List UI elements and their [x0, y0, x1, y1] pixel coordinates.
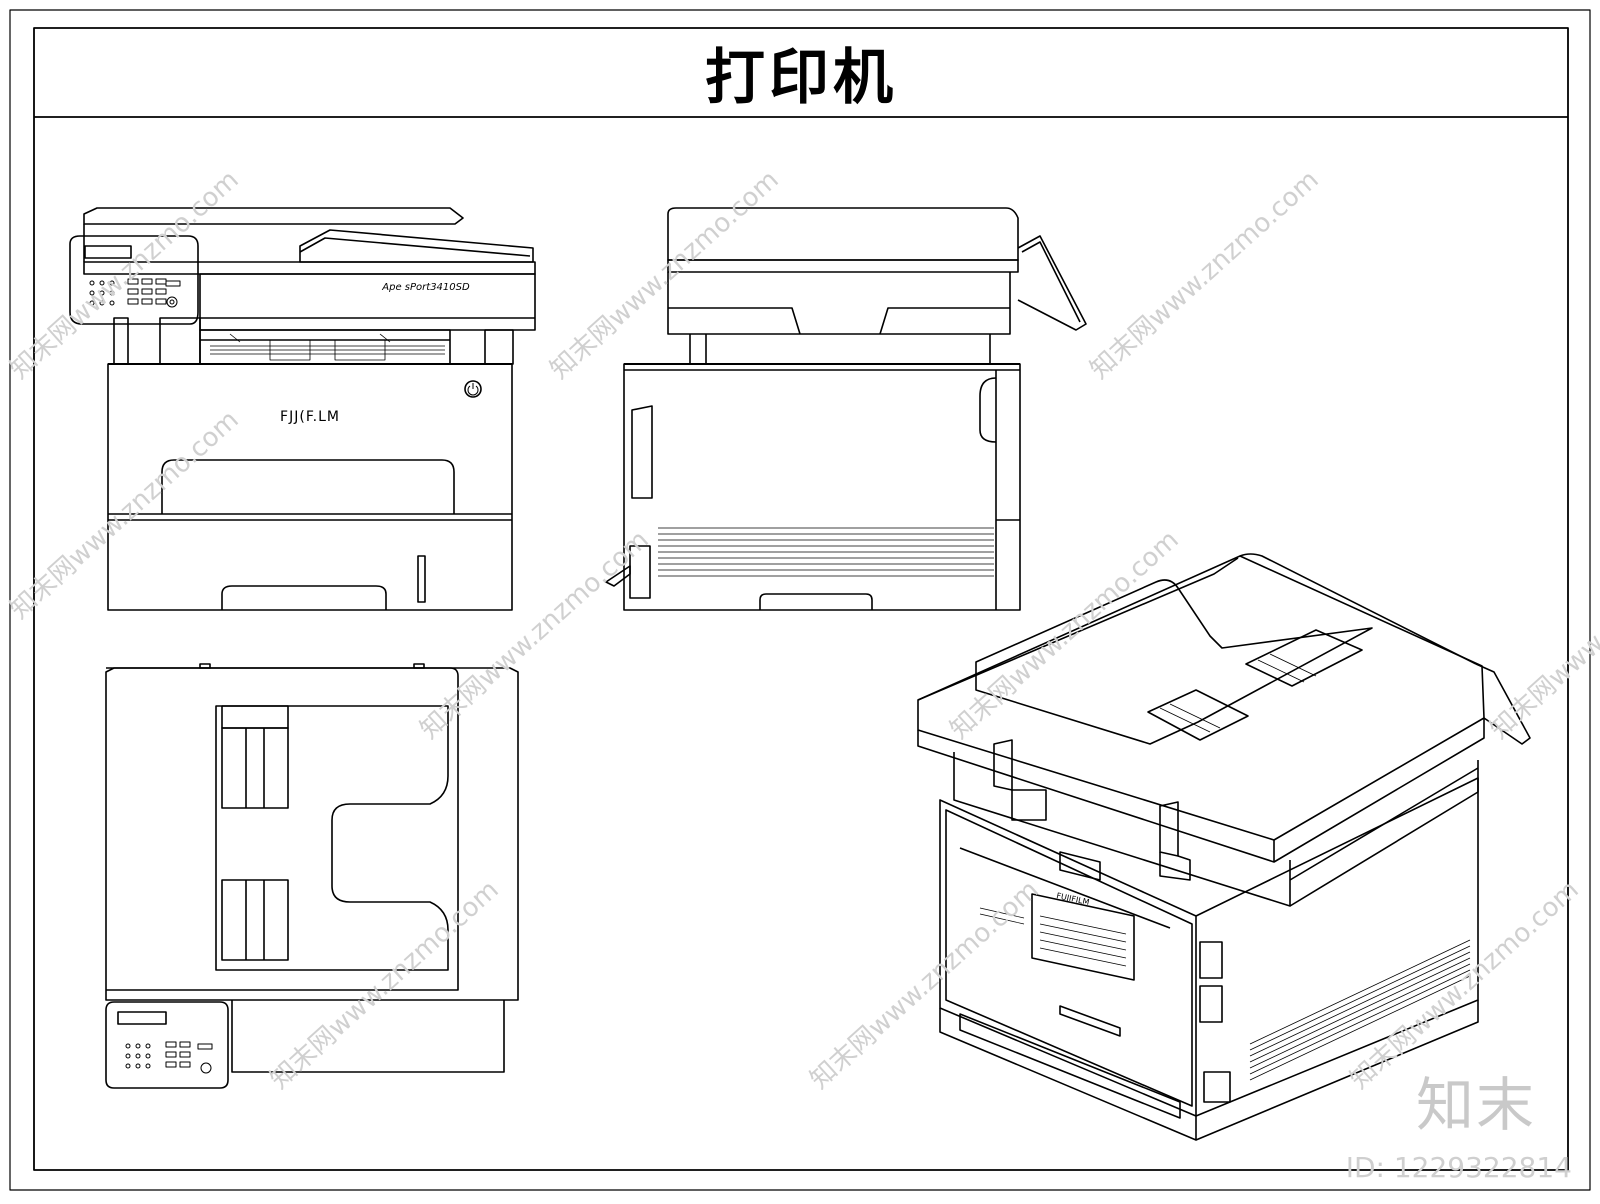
watermark-text: 知末网www.znzmo.com	[5, 165, 245, 385]
watermark-text: 知末网www.znzmo.com	[415, 525, 655, 745]
side-view	[605, 207, 1087, 611]
watermark-text: 知末网www.znzmo.com	[5, 405, 245, 625]
iso-brand-label: FUJIFILM	[1056, 891, 1091, 907]
inner-border	[33, 27, 1569, 1171]
watermark-text: 知末网www.znzmo.com	[545, 165, 785, 385]
watermark-logo: 知末	[1415, 1071, 1536, 1139]
watermark-text: 知末网www.znzmo.com	[1485, 525, 1600, 745]
drawing-title: 打印机	[705, 42, 897, 113]
watermark-text: 知末网www.znzmo.com	[1085, 165, 1325, 385]
top-view	[105, 663, 519, 1089]
front-view	[69, 207, 536, 611]
watermark-text: 知末网www.znzmo.com	[805, 875, 1045, 1095]
isometric-view	[917, 553, 1531, 1141]
front-brand-label: FJJ(F.LM	[280, 409, 340, 425]
model-label: Ape sPort3410SD	[381, 282, 470, 293]
outer-border	[9, 9, 1591, 1191]
watermark-id: ID: 1229322814	[1345, 1151, 1572, 1184]
watermark-text: 知末网www.znzmo.com	[265, 875, 505, 1095]
